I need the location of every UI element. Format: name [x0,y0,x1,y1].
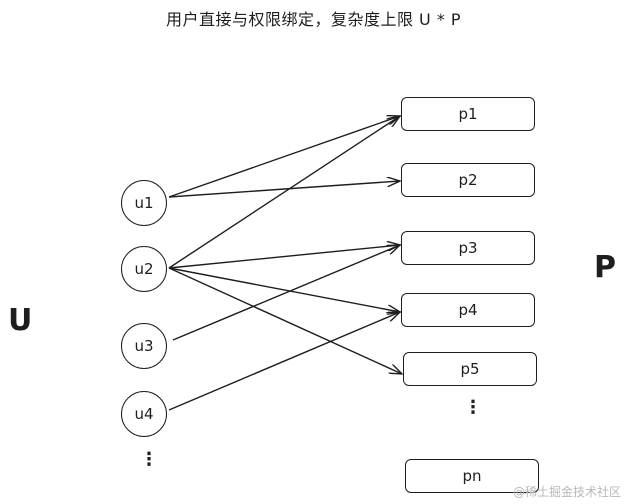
edge-u1-p1 [168,116,400,198]
permission-set-label: P [594,250,616,285]
permission-node-p2: p2 [401,163,535,197]
user-node-label: u2 [134,260,154,278]
permission-node-p1: p1 [401,97,535,131]
permission-node-label: p5 [460,360,480,378]
permission-node-p5: p5 [403,352,537,386]
permission-node-p4: p4 [401,293,535,327]
edge-u2-p3 [168,245,400,269]
permission-ellipsis: ⋮ [464,397,482,418]
user-node-u3: u3 [121,323,167,369]
edge-u2-p4 [168,267,400,312]
user-set-label: U [8,303,33,338]
watermark: @稀土掘金技术社区 [512,485,621,499]
permission-node-label: pn [462,467,482,485]
user-node-label: u4 [134,405,154,423]
user-node-u1: u1 [121,180,167,226]
permission-node-label: p1 [458,105,478,123]
permission-node-pn: pn [405,459,539,493]
edge-u4-p4 [168,312,400,411]
diagram-title: 用户直接与权限绑定，复杂度上限 U * P [165,10,462,29]
user-node-u4: u4 [121,391,167,437]
edge-u1-p2 [168,181,400,198]
permission-node-label: p3 [458,239,478,257]
user-node-u2: u2 [121,246,167,292]
edge-u2-p1 [168,116,400,269]
user-node-label: u1 [134,194,154,212]
user-node-label: u3 [134,337,154,355]
permission-node-p3: p3 [401,231,535,265]
edge-u2-p5 [168,267,402,374]
permission-node-label: p2 [458,171,478,189]
user-ellipsis: ⋮ [140,449,158,470]
permission-node-label: p4 [458,301,478,319]
edge-u3-p3 [172,245,400,341]
